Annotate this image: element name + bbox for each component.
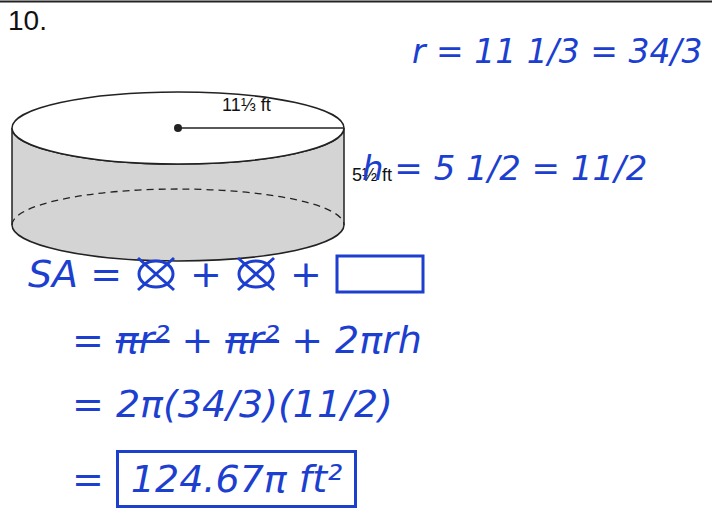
work-text: = bbox=[72, 318, 104, 362]
work-text: = bbox=[72, 457, 104, 501]
radius-dimension: 11⅓ ft bbox=[222, 96, 271, 116]
answer-box: 124.67π ft² bbox=[116, 450, 357, 508]
work-line: = 124.67π ft² bbox=[72, 450, 357, 508]
work-line: SA = + + bbox=[28, 250, 426, 298]
crossed-term: πr² bbox=[116, 318, 170, 362]
center-dot bbox=[174, 124, 182, 132]
crossed-circle bbox=[134, 252, 178, 296]
work-line: = 2π(34/3)(11/2) bbox=[72, 382, 393, 426]
crossed-term: πr² bbox=[225, 318, 279, 362]
top-rule bbox=[0, 1, 712, 3]
radius-conversion: r = 11 1/3 = 34/3 bbox=[412, 34, 703, 70]
rectangle-symbol bbox=[334, 250, 426, 298]
work-text: + bbox=[190, 252, 222, 296]
work-text: = 2π(34/3)(11/2) bbox=[72, 382, 393, 426]
work-text: SA = bbox=[28, 252, 122, 296]
hidden-edge bbox=[12, 189, 344, 225]
crossed-circle bbox=[234, 252, 278, 296]
work-line: =πr²+πr²+ 2πrh bbox=[72, 318, 422, 362]
height-conversion: h = 5 1/2 = 11/2 bbox=[362, 150, 647, 187]
radius-line bbox=[178, 127, 344, 129]
work-text: + 2πrh bbox=[291, 318, 422, 362]
work-text: + bbox=[182, 318, 214, 362]
work-text: + bbox=[290, 252, 322, 296]
problem-number: 10. bbox=[8, 6, 47, 37]
answer-text: 124.67π ft² bbox=[131, 457, 342, 501]
cylinder-top bbox=[12, 92, 344, 164]
